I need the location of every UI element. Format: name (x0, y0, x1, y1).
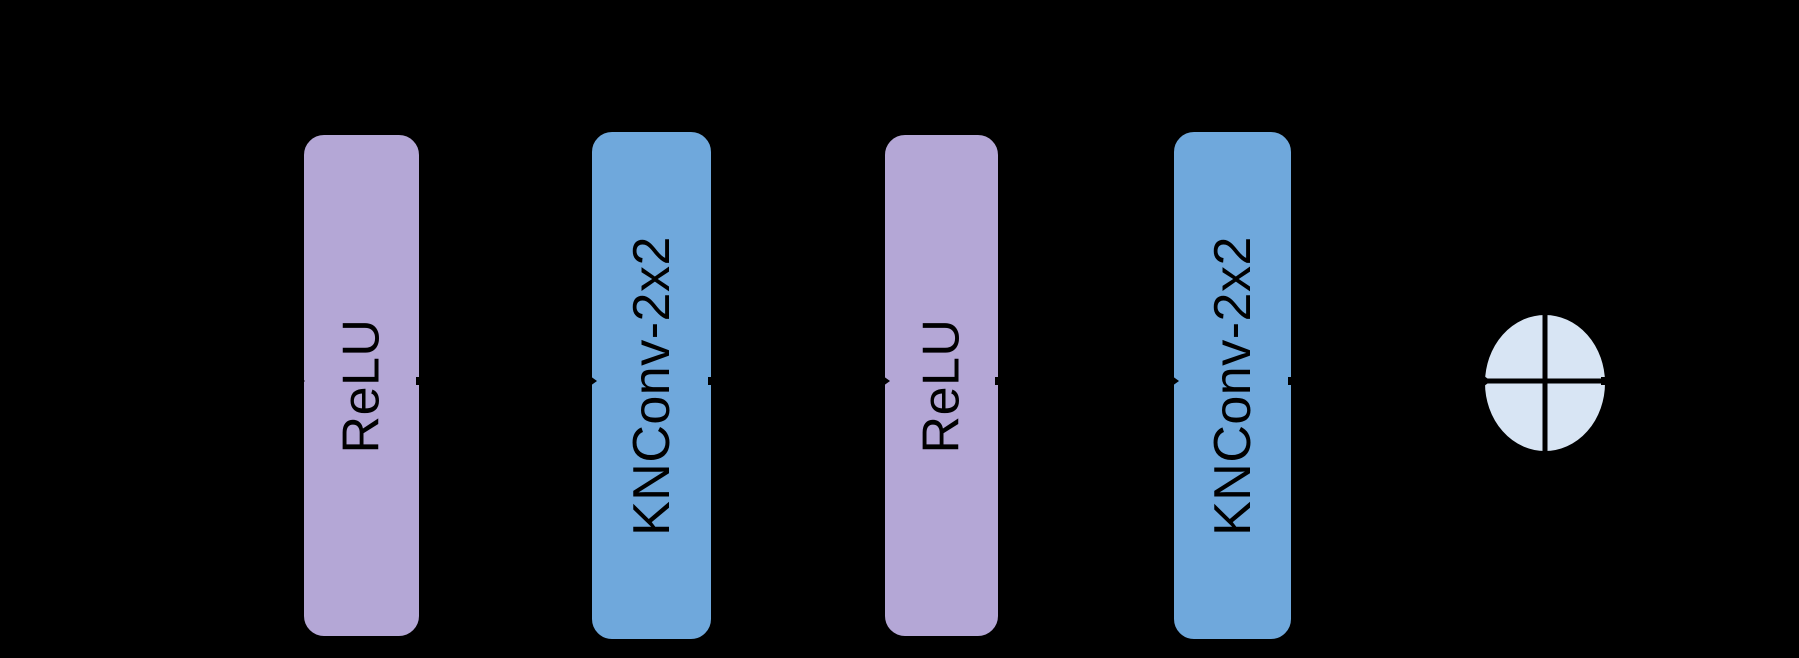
arrow-relu-2-to-knconv-2 (995, 368, 1179, 394)
block-knconv-1-label: KNConv-2x2 (622, 235, 681, 536)
arrow-head (1724, 368, 1742, 394)
arrow-add-to-output (1601, 368, 1742, 394)
add-node (1482, 312, 1608, 454)
arrow-knconv-1-to-relu-2 (708, 368, 890, 394)
block-relu-2-label: ReLU (912, 318, 971, 453)
block-relu-1-label: ReLU (332, 318, 391, 453)
block-knconv-2: KNConv-2x2 (1172, 130, 1293, 641)
arrow-knconv-2-to-add (1288, 368, 1491, 394)
block-knconv-2-label: KNConv-2x2 (1203, 235, 1262, 536)
arrow-head (1473, 368, 1491, 394)
arrow-input-to-relu-1 (140, 368, 305, 394)
arrow-relu-1-to-knconv-1 (416, 368, 597, 394)
block-knconv-1: KNConv-2x2 (590, 130, 713, 641)
block-relu-2: ReLU (883, 133, 1000, 638)
circled-plus-icon (1483, 313, 1607, 453)
block-relu-1: ReLU (302, 133, 421, 638)
